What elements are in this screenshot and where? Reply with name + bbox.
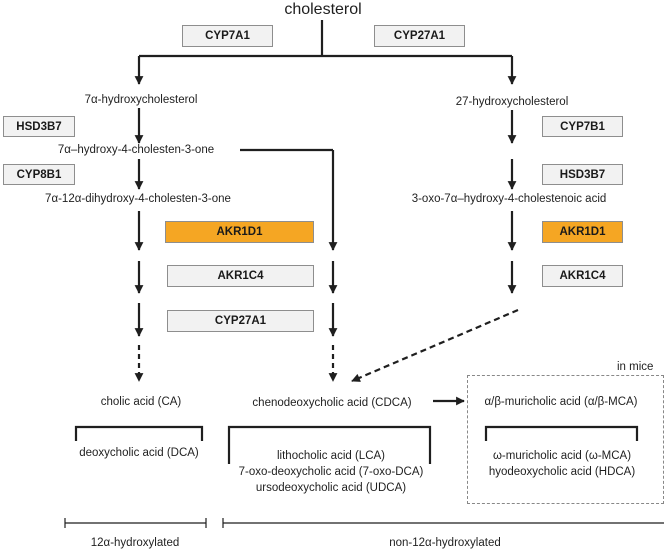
label-cdca: chenodeoxycholic acid (CDCA): [252, 397, 412, 409]
enzyme-box-cyp27a1-mid: CYP27A1: [167, 310, 314, 332]
label-3-oxo-cholestenoic-acid: 3-oxo-7α–hydroxy-4-cholestenoic acid: [411, 193, 607, 205]
label-dca: deoxycholic acid (DCA): [79, 447, 199, 459]
in-mice-box: [467, 375, 664, 504]
enzyme-box-cyp7a1: CYP7A1: [182, 25, 273, 47]
label-27-hydroxycholesterol: 27-hydroxycholesterol: [455, 96, 569, 108]
enzyme-box-akr1d1-right: AKR1D1: [542, 221, 623, 243]
label-w-mca: ω-muricholic acid (ω-MCA): [492, 450, 632, 462]
label-udca: ursodeoxycholic acid (UDCA): [255, 482, 407, 494]
label-7-oxo-dca: 7-oxo-deoxycholic acid (7-oxo-DCA): [238, 466, 424, 478]
group-label-12a: 12α-hydroxylated: [90, 537, 180, 549]
label-7a-hydroxy-4-cholesten-3-one: 7α–hydroxy-4-cholesten-3-one: [57, 144, 215, 156]
enzyme-box-hsd3b7-right: HSD3B7: [542, 164, 623, 185]
enzyme-box-hsd3b7-left: HSD3B7: [3, 116, 75, 137]
bracket-cdca: [227, 425, 432, 464]
enzyme-box-akr1d1-left: AKR1D1: [165, 221, 314, 243]
enzyme-box-cyp7b1: CYP7B1: [542, 116, 623, 137]
enzyme-box-akr1c4-left: AKR1C4: [167, 265, 314, 287]
arrow-right-dashed: [351, 308, 519, 383]
label-hdca: hyodeoxycholic acid (HDCA): [488, 466, 636, 478]
bracket-dca: [74, 425, 204, 441]
bracket-mca: [484, 425, 639, 441]
label-7a-12a-dihydroxy-4-cholesten-3-one: 7α-12α-dihydroxy-4-cholesten-3-one: [45, 193, 231, 205]
label-lca: lithocholic acid (LCA): [276, 450, 386, 462]
enzyme-box-akr1c4-right: AKR1C4: [542, 265, 623, 287]
enzyme-box-cyp27a1-top: CYP27A1: [374, 25, 465, 47]
label-mca: α/β-muricholic acid (α/β-MCA): [484, 396, 638, 408]
group-label-non-12a: non-12α-hydroxylated: [389, 537, 501, 549]
cholesterol-label: cholesterol: [284, 1, 362, 18]
in-mice-label: in mice: [617, 361, 654, 373]
label-cholic-acid: cholic acid (CA): [100, 396, 182, 408]
label-7a-hydroxycholesterol: 7α-hydroxycholesterol: [84, 94, 198, 106]
enzyme-box-cyp8b1: CYP8B1: [3, 164, 75, 185]
